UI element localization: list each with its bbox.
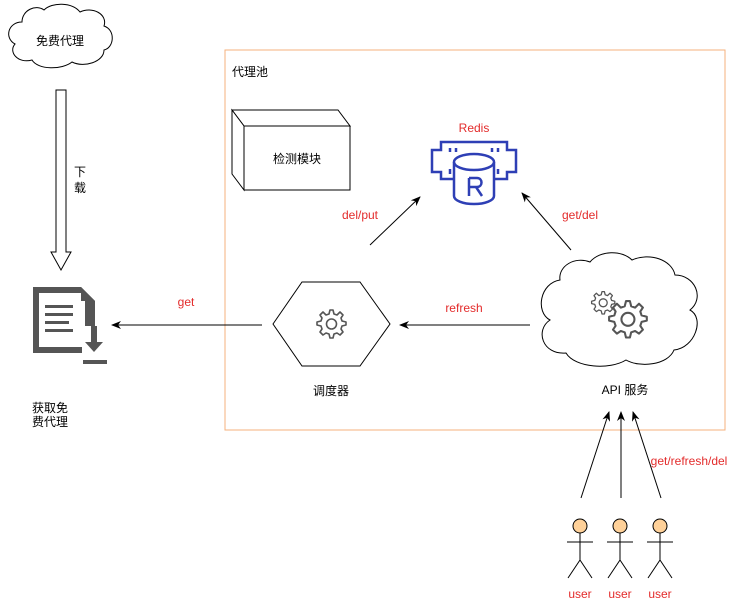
user-label-3: user xyxy=(648,587,671,601)
free-proxy-label: 免费代理 xyxy=(36,33,84,48)
edge-user1-to-api xyxy=(580,411,611,499)
free-proxy-cloud: 免费代理 xyxy=(8,3,113,69)
checker-module-box: 检测模块 xyxy=(231,108,351,192)
fetch-proxy-label-line1: 获取免 xyxy=(32,400,68,415)
cloud-icon xyxy=(540,252,698,367)
user-actor-3 xyxy=(647,518,673,579)
scheduler-hexagon xyxy=(272,281,391,367)
user-actor-icon xyxy=(612,518,628,534)
redis-icon xyxy=(430,140,518,206)
edge-label-get: get xyxy=(178,295,195,309)
cloud-icon xyxy=(8,3,113,69)
proxy-pool-frame xyxy=(224,49,726,431)
api-service-cloud xyxy=(540,252,698,367)
edge-api-to-redis xyxy=(521,192,572,251)
edge-scheduler-to-redis xyxy=(369,196,421,246)
edge-user3-to-api xyxy=(631,411,662,499)
user-label-1: user xyxy=(568,587,591,601)
user-actor-1 xyxy=(567,518,593,579)
api-service-label: API 服务 xyxy=(602,382,649,397)
user-actor-2 xyxy=(607,518,633,579)
user-label-2: user xyxy=(608,587,631,601)
user-actor-icon xyxy=(572,518,588,534)
redis-label: Redis xyxy=(459,121,490,135)
edge-label-refresh: refresh xyxy=(445,301,482,315)
document-download-icon xyxy=(33,287,108,364)
download-label-line1: 下 xyxy=(74,165,86,179)
edge-label-get-refresh-del: get/refresh/del xyxy=(651,454,728,468)
user-actor-icon xyxy=(652,518,668,534)
download-arrow xyxy=(50,89,72,272)
edge-label-del-put: del/put xyxy=(342,208,379,222)
scheduler-label: 调度器 xyxy=(313,383,349,398)
fetch-proxy-label-line2: 费代理 xyxy=(32,415,68,429)
checker-module-label: 检测模块 xyxy=(273,151,321,166)
proxy-pool-title: 代理池 xyxy=(232,65,268,79)
download-label-line2: 载 xyxy=(74,181,86,195)
edge-label-get-del: get/del xyxy=(562,208,598,222)
